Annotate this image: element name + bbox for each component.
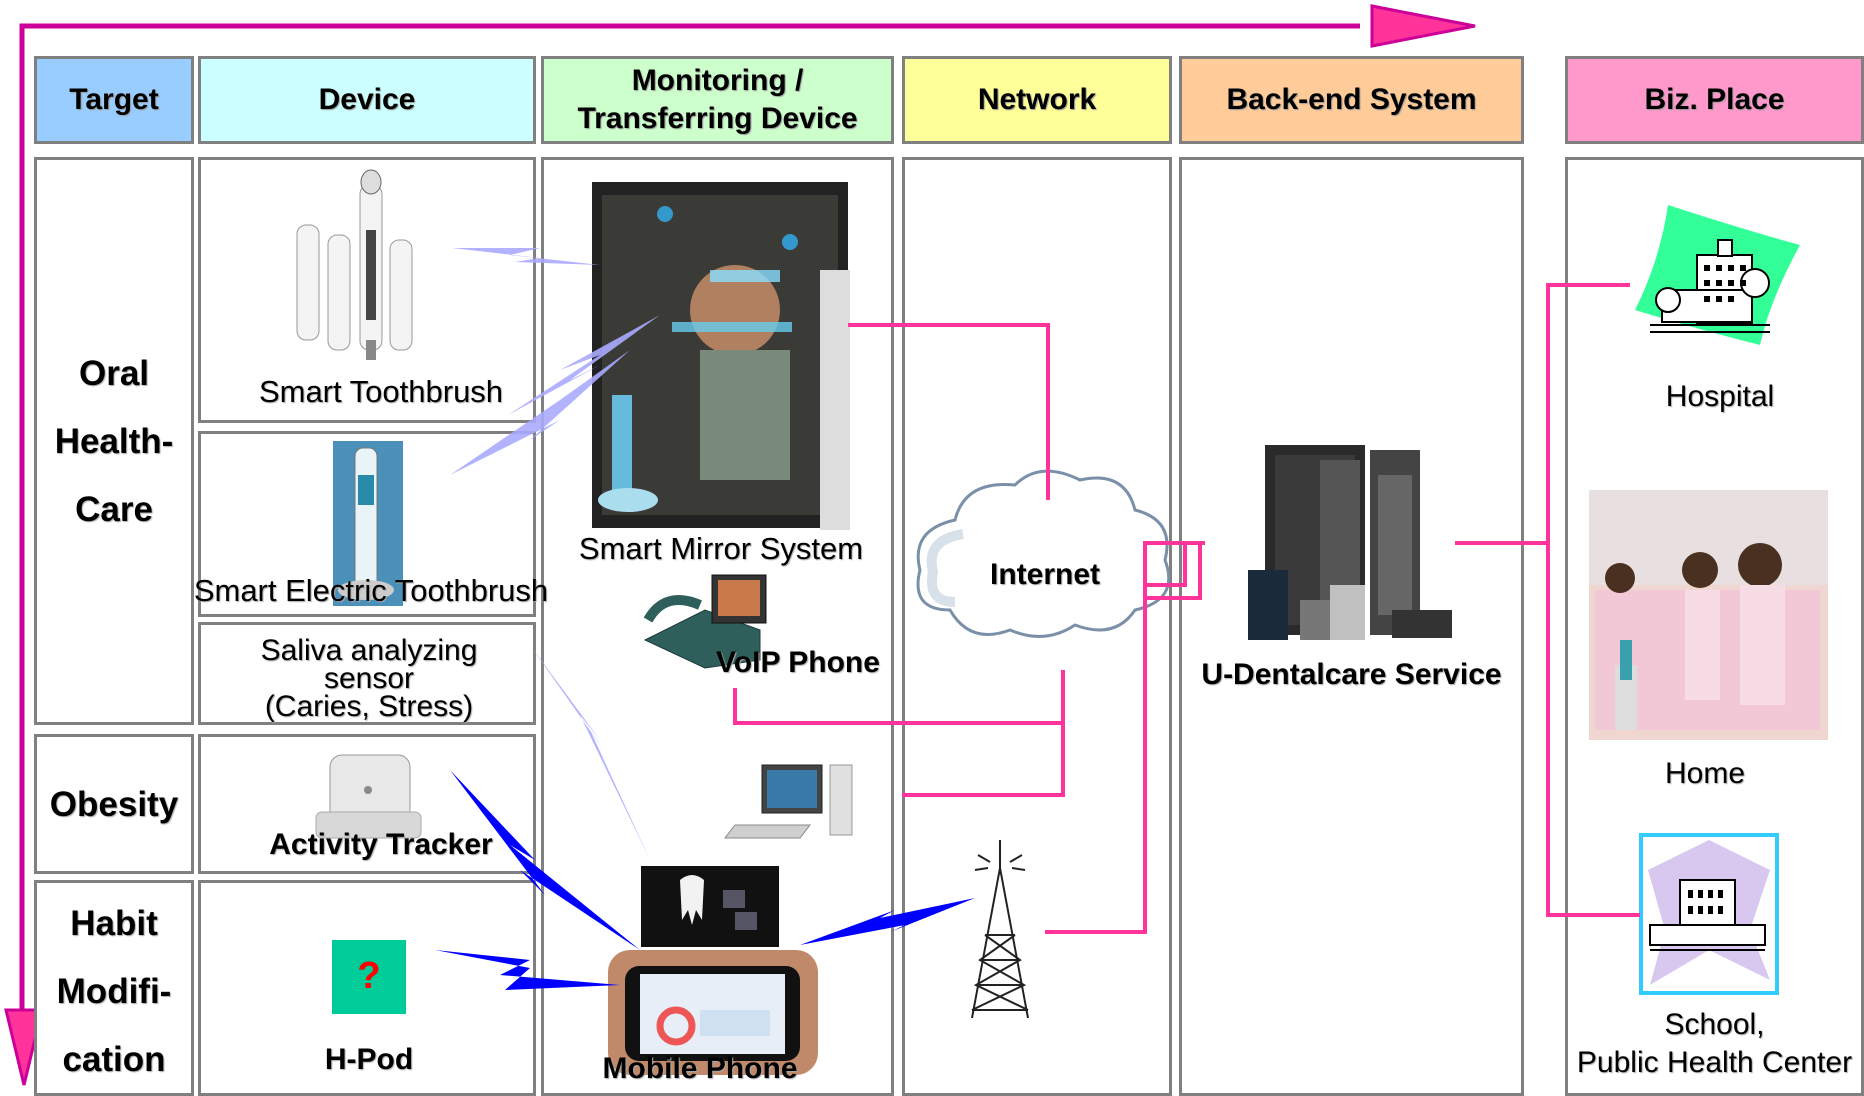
header-target: Target bbox=[34, 56, 194, 144]
electric-toothbrush-image bbox=[333, 441, 403, 606]
header-backend: Back-end System bbox=[1179, 56, 1524, 144]
backend-column bbox=[1179, 157, 1524, 1096]
header-device: Device bbox=[198, 56, 536, 144]
target-cell-habit bbox=[34, 880, 194, 1096]
horizontal-arrow-head bbox=[1370, 4, 1476, 48]
activity-tracker-image bbox=[315, 754, 422, 839]
voip-phone-label: VoIP Phone bbox=[716, 646, 880, 679]
hpod-icon bbox=[332, 940, 406, 1014]
home-label: Home bbox=[1664, 757, 1746, 790]
target-cell-obesity bbox=[34, 734, 194, 874]
activity-tracker-label: Activity Tracker bbox=[269, 828, 493, 861]
mobile-phone-label: Mobile Phone bbox=[602, 1052, 798, 1085]
tablet-image bbox=[641, 866, 779, 947]
smart-toothbrush-label: Smart Toothbrush bbox=[258, 374, 504, 409]
axis-arrow-lines bbox=[19, 23, 1360, 1060]
udentalcare-service-label: U-Dentalcare Service bbox=[1201, 658, 1502, 691]
header-biz: Biz. Place bbox=[1565, 56, 1864, 144]
header-monitoring: Monitoring /Transferring Device bbox=[541, 56, 894, 144]
home-photo bbox=[1589, 490, 1828, 740]
target-cell-oral bbox=[34, 157, 194, 725]
hospital-icon bbox=[1635, 205, 1800, 345]
computer-image bbox=[723, 764, 853, 839]
smart-mirror-label: Smart Mirror System bbox=[578, 531, 864, 566]
hpod-label: H-Pod bbox=[324, 1043, 414, 1076]
connector-lines bbox=[733, 283, 1640, 934]
antenna-tower-icon bbox=[971, 840, 1029, 1019]
target-obesity-label: Obesity bbox=[49, 785, 179, 824]
server-rack-image bbox=[1248, 445, 1452, 640]
internet-label: Internet bbox=[989, 558, 1100, 591]
hospital-label: Hospital bbox=[1665, 380, 1775, 413]
voip-phone-image bbox=[643, 574, 767, 669]
mobile-phone-image bbox=[608, 950, 818, 1075]
wireless-signals bbox=[435, 770, 975, 990]
header-network: Network bbox=[902, 56, 1172, 144]
mirror-image bbox=[592, 182, 850, 530]
cloud-icon bbox=[916, 469, 1171, 638]
school-icon bbox=[1639, 833, 1779, 995]
school-label: School,Public Health Center bbox=[1576, 1008, 1853, 1079]
smart-electric-toothbrush-label: Smart Electric Toothbrush bbox=[193, 573, 549, 608]
hpod-symbol: ? bbox=[357, 955, 381, 997]
toothbrush-image bbox=[296, 169, 413, 360]
vertical-arrow-head bbox=[4, 1008, 44, 1086]
device-cell-saliva bbox=[198, 622, 536, 725]
light-wireless-signals bbox=[450, 248, 660, 860]
